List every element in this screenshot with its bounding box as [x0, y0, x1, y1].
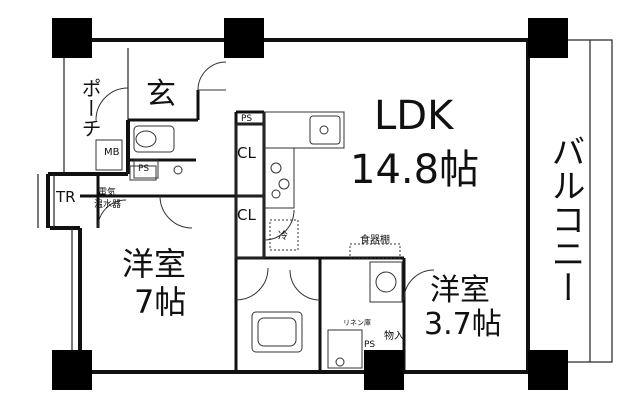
western-room-1-name: 洋室: [122, 245, 187, 283]
closet-label-1: CL: [237, 144, 256, 162]
door-swings: [95, 61, 435, 301]
pipe-space-label-3: PS: [364, 340, 376, 350]
trunk-room-label: TR: [56, 188, 76, 206]
pipe-space-label-2: PS: [138, 164, 150, 174]
western-room-2-name: 洋室: [430, 273, 490, 308]
thin-lines: [37, 48, 129, 372]
ldk-name: LDK: [374, 93, 454, 139]
cupboard-label: 食器棚: [360, 235, 390, 246]
water-heater-label-line1: 電気: [98, 188, 117, 198]
linen-label: リネン庫: [343, 319, 371, 327]
ldk-size: 14.8帖: [350, 147, 480, 193]
closets: [95, 123, 265, 259]
fridge-label: 冷: [278, 231, 288, 242]
bathroom: [251, 261, 403, 369]
exterior-walls: [46, 38, 530, 374]
closet-label-2: CL: [237, 206, 256, 224]
toilet: [133, 125, 183, 179]
water-heater-label-line2: 温水器: [94, 200, 122, 210]
entrance-label: 玄: [146, 77, 176, 112]
storage-label: 物入: [384, 331, 404, 342]
meter-box-label: MB: [104, 147, 120, 158]
porch-label: ポーチ: [78, 78, 102, 138]
western-room-2-size: 3.7帖: [424, 307, 502, 342]
structural-columns: [52, 18, 568, 390]
balcony-label: バルコニー: [545, 134, 585, 304]
western-room-1-size: 7帖: [134, 283, 187, 321]
pipe-space-label-1: PS: [241, 114, 253, 124]
